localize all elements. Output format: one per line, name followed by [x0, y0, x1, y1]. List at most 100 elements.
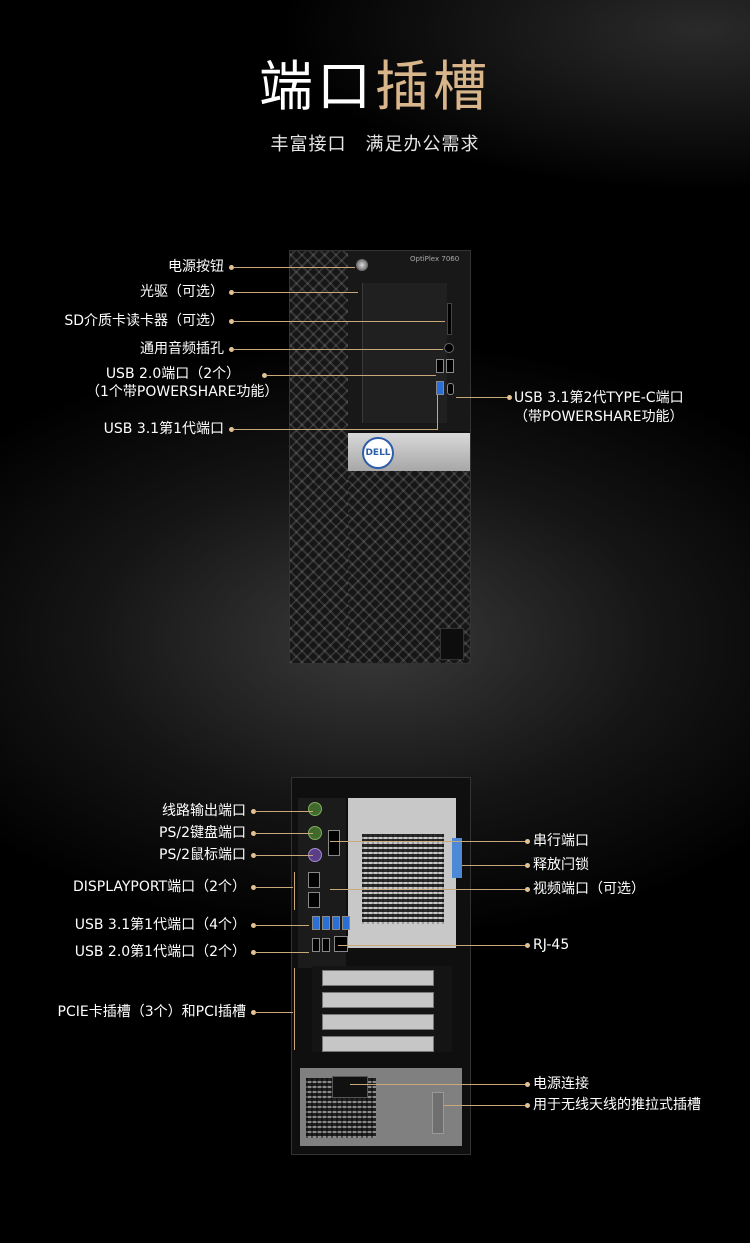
callout-line — [233, 292, 358, 293]
label-pcie-slots: PCIE卡插槽（3个）和PCI插槽 — [57, 1004, 246, 1020]
model-name: OptiPlex 7060 — [410, 255, 460, 263]
callout-line — [233, 321, 445, 322]
usb-blue-port-icon — [332, 916, 340, 930]
callout-line — [338, 945, 526, 946]
front-mesh — [290, 251, 348, 663]
callout-dot — [262, 373, 267, 378]
callout-line — [266, 375, 436, 376]
rj45-port-icon — [334, 936, 348, 952]
label-usb20-line1: USB 2.0端口（2个） — [105, 366, 241, 382]
displayport-icon — [308, 892, 320, 908]
label-rj45: RJ-45 — [533, 937, 570, 953]
dell-logo: DELL — [362, 437, 394, 469]
callout-dot — [251, 950, 256, 955]
label-line-out: 线路输出端口 — [162, 803, 246, 819]
callout-dot — [525, 839, 530, 844]
pcie-slot-cover — [322, 992, 434, 1008]
pcie-slot-cover — [322, 1036, 434, 1052]
callout-dot — [229, 427, 234, 432]
audio-jack-icon — [444, 343, 454, 353]
callout-dot — [251, 1010, 256, 1015]
power-socket-icon — [332, 1076, 368, 1098]
title-part-1: 端口 — [259, 55, 375, 118]
callout-dot — [251, 923, 256, 928]
callout-line — [456, 397, 508, 398]
callout-line — [255, 833, 313, 834]
label-video-port: 视频端口（可选） — [533, 881, 645, 897]
callout-line — [330, 889, 526, 890]
callout-line — [255, 952, 309, 953]
usb-blue-port-icon — [312, 916, 320, 930]
label-usb31-typec-line2: （带POWERSHARE功能） — [514, 409, 684, 425]
label-ps2-mouse: PS/2鼠标端口 — [159, 847, 246, 863]
callout-line — [350, 1084, 526, 1085]
callout-line — [255, 887, 293, 888]
label-usb20-line2: （1个带POWERSHARE功能） — [86, 384, 279, 400]
callout-line — [255, 855, 313, 856]
callout-dot — [229, 347, 234, 352]
rear-tower-image — [291, 777, 471, 1155]
callout-line — [462, 865, 526, 866]
callout-dot — [251, 831, 256, 836]
label-usb31-gen1: USB 3.1第1代端口 — [103, 421, 224, 437]
wireless-antenna-slot-icon — [432, 1092, 444, 1134]
usb-typec-port-icon — [447, 383, 454, 395]
label-displayport: DISPLAYPORT端口（2个） — [72, 879, 246, 895]
usb-port-icon — [446, 359, 454, 373]
label-audio-jack: 通用音频插孔 — [140, 341, 224, 357]
label-serial-port: 串行端口 — [533, 833, 589, 849]
line-out-port-icon — [308, 802, 322, 816]
callout-line — [233, 429, 438, 430]
callout-line — [255, 811, 313, 812]
callout-line-vertical — [294, 968, 295, 1050]
usb-port-icon — [312, 938, 320, 952]
label-wireless-antenna-slot: 用于无线天线的推拉式插槽 — [533, 1097, 701, 1113]
fan-grill — [362, 834, 444, 924]
usb-blue-port-icon — [436, 381, 444, 395]
optical-drive-bay — [362, 283, 447, 423]
pcie-slot-cover — [322, 970, 434, 986]
callout-line-vertical — [437, 395, 438, 430]
label-ps2-keyboard: PS/2键盘端口 — [159, 825, 246, 841]
callout-dot — [525, 863, 530, 868]
power-button-icon — [356, 259, 368, 271]
front-tower-image: OptiPlex 7060 DELL — [289, 250, 471, 664]
callout-dot — [229, 319, 234, 324]
usb-blue-port-icon — [342, 916, 350, 930]
background-glow — [0, 0, 750, 260]
callout-dot — [251, 809, 256, 814]
label-sd-card-reader: SD介质卡读卡器（可选） — [64, 313, 224, 329]
usb-blue-port-icon — [322, 916, 330, 930]
label-optical-drive: 光驱（可选） — [140, 284, 224, 300]
label-usb31-typec-line1: USB 3.1第2代TYPE-C端口 — [514, 390, 684, 406]
sd-slot-icon — [447, 303, 452, 335]
label-power-button: 电源按钮 — [168, 259, 224, 275]
callout-line-vertical — [294, 872, 295, 910]
callout-dot — [229, 290, 234, 295]
displayport-icon — [308, 872, 320, 888]
page-subtitle: 丰富接口 满足办公需求 — [270, 134, 480, 155]
callout-line — [255, 1012, 293, 1013]
callout-dot — [251, 885, 256, 890]
callout-dot — [525, 1103, 530, 1108]
callout-dot — [525, 943, 530, 948]
callout-dot — [525, 887, 530, 892]
callout-line — [255, 925, 309, 926]
callout-dot — [507, 395, 512, 400]
label-usb31-gen1-rear: USB 3.1第1代端口（4个） — [74, 917, 246, 933]
callout-dot — [251, 853, 256, 858]
release-latch-icon — [452, 838, 462, 878]
callout-line — [330, 841, 526, 842]
title-part-2: 插槽 — [375, 55, 491, 118]
page-title: 端口插槽 — [0, 52, 750, 122]
label-usb20-gen1-rear: USB 2.0第1代端口（2个） — [74, 944, 246, 960]
callout-line — [233, 267, 355, 268]
pcie-slot-cover — [322, 1014, 434, 1030]
label-release-latch: 释放闩锁 — [533, 857, 589, 873]
usb-port-icon — [322, 938, 330, 952]
serial-port-icon — [328, 830, 340, 856]
callout-dot — [229, 265, 234, 270]
label-power-connector: 电源连接 — [533, 1076, 589, 1092]
callout-dot — [525, 1082, 530, 1087]
usb-port-icon — [436, 359, 444, 373]
